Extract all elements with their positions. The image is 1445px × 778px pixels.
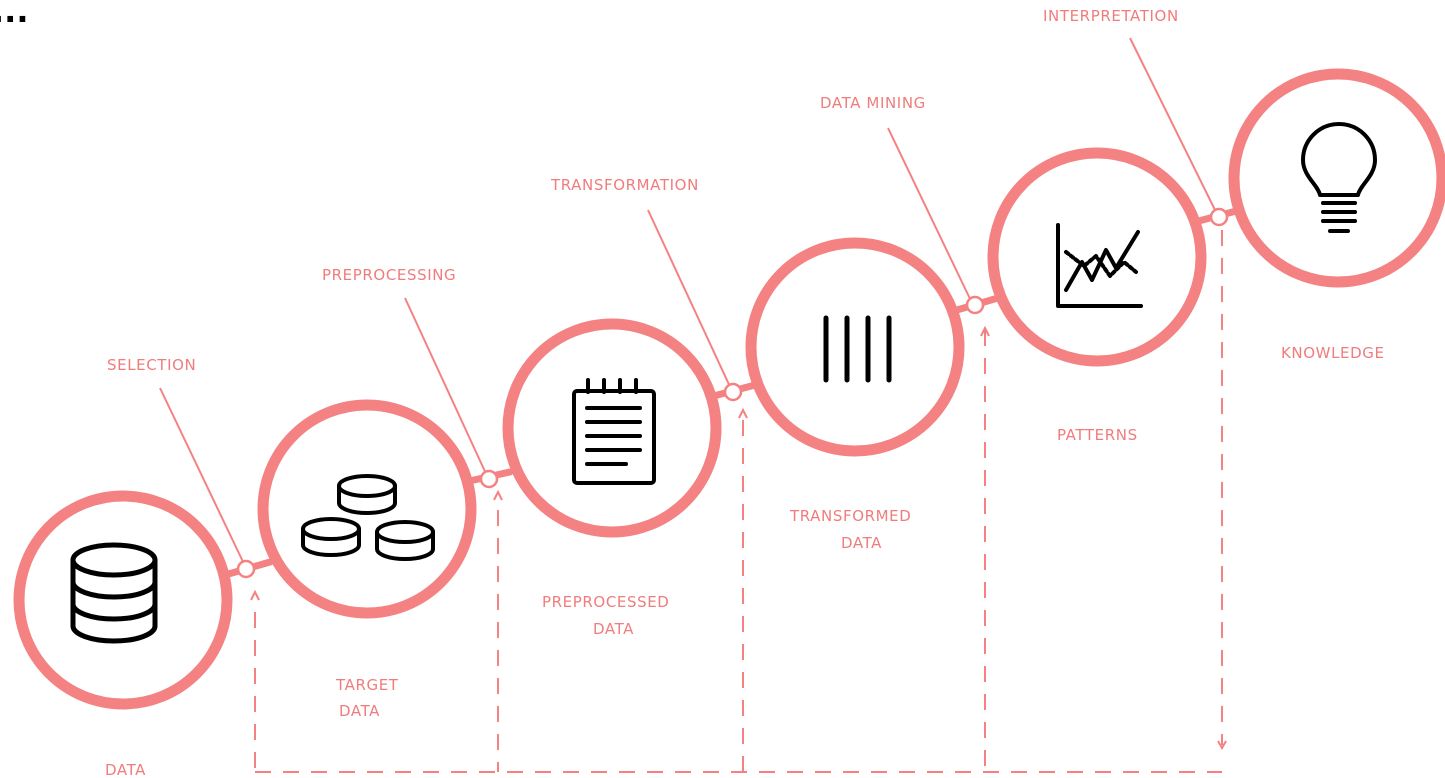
- stage-label-transformed-data-line1: TRANSFORMED: [789, 507, 911, 525]
- stage-circle-data: [13, 490, 233, 710]
- step-label-interpretation: INTERPRETATION: [1043, 7, 1179, 25]
- stage-circle-target-data: [257, 399, 477, 619]
- notepad-icon: [572, 378, 656, 485]
- stage-label-preprocessed-data-line2: DATA: [593, 620, 634, 638]
- bars-icon: [823, 315, 892, 383]
- page-title-fragment: ...: [0, 0, 28, 30]
- stage-circle-preprocessed-data: [502, 318, 722, 538]
- stage-label-preprocessed-data-line1: PREPROCESSED: [542, 593, 669, 611]
- lightbulb-icon: [1301, 122, 1377, 233]
- stage-label-knowledge: KNOWLEDGE: [1281, 344, 1385, 362]
- line-chart-icon: [1056, 223, 1143, 308]
- stage-label-patterns: PATTERNS: [1057, 426, 1138, 444]
- stage-label-data: DATA: [105, 761, 146, 778]
- arrow-up-icon: [738, 407, 748, 419]
- step-nodes: [236, 207, 1229, 579]
- step-label-data-mining: DATA MINING: [820, 94, 926, 112]
- stage-label-transformed-data-line2: DATA: [841, 534, 882, 552]
- database-icon: [70, 542, 158, 644]
- arrow-up-icon: [250, 589, 260, 601]
- arrow-up-icon: [493, 489, 503, 501]
- feedback-loop: [250, 230, 1227, 773]
- stage-circle-knowledge: [1228, 68, 1445, 288]
- coins-icon: [301, 474, 435, 561]
- stage-label-target-data-line1: TARGET: [335, 676, 399, 694]
- step-label-transformation: TRANSFORMATION: [550, 176, 699, 194]
- stage-label-target-data-line2: DATA: [339, 702, 380, 720]
- step-label-preprocessing: PREPROCESSING: [322, 266, 456, 284]
- step-label-selection: SELECTION: [107, 356, 196, 374]
- arrow-down-icon: [1217, 740, 1227, 751]
- stage-circle-transformed-data: [745, 237, 965, 457]
- arrow-up-icon: [980, 325, 990, 337]
- step-leaders: [159, 37, 1219, 567]
